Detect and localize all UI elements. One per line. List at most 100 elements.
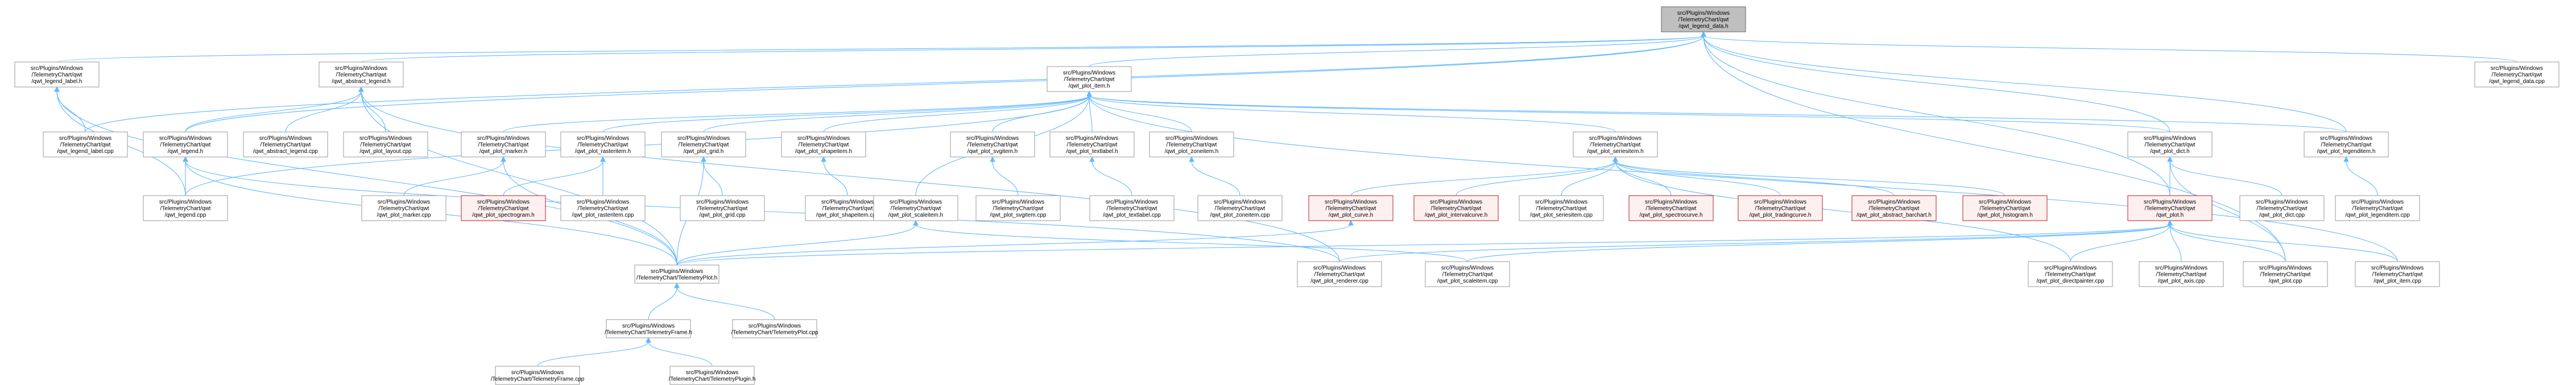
- file-node-plot-zoneitem-h[interactable]: src/Plugins/Windows/TelemetryChart/qwt/q…: [1149, 131, 1234, 158]
- edge-plot-svgitem-h-to-plot-item-h: [992, 90, 1092, 133]
- edge-plot-item-cpp-to-plot-h: [2167, 220, 2398, 262]
- file-node-plot-cpp[interactable]: src/Plugins/Windows/TelemetryChart/qwt/q…: [2243, 261, 2328, 287]
- file-node-plot-rasteritem-h[interactable]: src/Plugins/Windows/TelemetryChart/qwt/q…: [560, 131, 646, 158]
- file-node-label-line: src/Plugins/Windows: [477, 199, 530, 205]
- file-node-label-line: /qwt_legend_label.h: [32, 78, 82, 85]
- file-node-plot-grid-cpp[interactable]: src/Plugins/Windows/TelemetryChart/qwt/q…: [680, 195, 765, 221]
- file-node-label-line: /TelemetryChart/qwt: [2257, 206, 2308, 212]
- file-node-label-line: src/Plugins/Windows: [159, 199, 212, 205]
- file-node-box: [2127, 131, 2213, 158]
- file-node-plot-intervalcurve-h[interactable]: src/Plugins/Windows/TelemetryChart/qwt/q…: [1413, 195, 1499, 221]
- file-node-plot-marker-cpp[interactable]: src/Plugins/Windows/TelemetryChart/qwt/q…: [361, 195, 446, 221]
- file-node-telemetryplugin-h[interactable]: src/Plugins/Windows/TelemetryChart/Telem…: [669, 366, 756, 385]
- file-node-plot-textlabel-h[interactable]: src/Plugins/Windows/TelemetryChart/qwt/q…: [1049, 131, 1135, 158]
- edge-plot-cpp-to-plot-dict-h: [2167, 156, 2286, 262]
- file-node-plot-tradingcurve-h[interactable]: src/Plugins/Windows/TelemetryChart/qwt/q…: [1738, 195, 1823, 221]
- file-node-plot-marker-h[interactable]: src/Plugins/Windows/TelemetryChart/qwt/q…: [461, 131, 546, 158]
- file-node-plot-item-cpp[interactable]: src/Plugins/Windows/TelemetryChart/qwt/q…: [2355, 261, 2440, 287]
- edge-telemetryframe-h-to-telemetryplot-h: [648, 282, 680, 320]
- file-node-label-line: src/Plugins/Windows: [1313, 265, 1366, 271]
- file-node-label-line: src/Plugins/Windows: [1066, 135, 1118, 142]
- file-node-label-line: /TelemetryChart/qwt: [160, 206, 211, 212]
- file-node-plot-scaleitem-cpp[interactable]: src/Plugins/Windows/TelemetryChart/qwt/q…: [1425, 261, 1510, 287]
- file-node-plot-seriesitem-h[interactable]: src/Plugins/Windows/TelemetryChart/qwt/q…: [1573, 131, 1658, 158]
- file-node-plot-layout-cpp[interactable]: src/Plugins/Windows/TelemetryChart/qwt/q…: [343, 131, 428, 158]
- file-node-label-line: src/Plugins/Windows: [159, 135, 212, 142]
- file-node-label-line: /TelemetryChart/qwt: [1064, 77, 1115, 83]
- file-node-label-line: /TelemetryChart/qwt: [2145, 142, 2195, 148]
- file-node-plot-zoneitem-cpp[interactable]: src/Plugins/Windows/TelemetryChart/qwt/q…: [1197, 195, 1283, 221]
- file-node-label-line: /qwt_plot_shapeitem.h: [795, 148, 852, 155]
- edge-telemetryplot-h-to-plot-curve-h: [676, 220, 1354, 266]
- edge-plot-marker-cpp-to-plot-marker-h: [403, 156, 506, 196]
- file-node-plot-textlabel-cpp[interactable]: src/Plugins/Windows/TelemetryChart/qwt/q…: [1089, 195, 1175, 221]
- file-node-label-line: /TelemetryChart/TelemetryPlugin.h: [669, 376, 756, 382]
- file-node-plot-spectrogram-h[interactable]: src/Plugins/Windows/TelemetryChart/qwt/q…: [461, 195, 546, 221]
- file-node-box: [2355, 261, 2440, 287]
- file-node-box: [1047, 66, 1132, 92]
- file-node-label-line: /qwt_plot_item.cpp: [2374, 278, 2421, 284]
- file-node-box: [319, 61, 404, 88]
- file-node-box: [1519, 195, 1604, 221]
- file-node-plot-histogram-h[interactable]: src/Plugins/Windows/TelemetryChart/qwt/q…: [1962, 195, 2048, 221]
- file-node-label-line: /TelemetryChart/TelemetryPlot.h: [636, 275, 717, 281]
- file-node-label-line: /TelemetryChart/qwt: [361, 142, 411, 148]
- file-node-legenditem-cpp[interactable]: src/Plugins/Windows/TelemetryChart/qwt/q…: [2335, 195, 2420, 221]
- file-node-label-line: src/Plugins/Windows: [1325, 199, 1377, 205]
- file-node-legend-h[interactable]: src/Plugins/Windows/TelemetryChart/qwt/q…: [143, 131, 228, 158]
- file-node-label-line: src/Plugins/Windows: [966, 135, 1019, 142]
- file-node-label-line: src/Plugins/Windows: [1868, 199, 1920, 205]
- file-node-label-line: /qwt_plot_textlabel.h: [1066, 148, 1118, 155]
- file-node-label-line: /TelemetryChart/qwt: [1431, 206, 1482, 212]
- edge-abstract-legend-h-to-legend-data-h: [361, 31, 1706, 63]
- file-node-label-line: /qwt_legend_label.cpp: [57, 148, 114, 155]
- file-node-label-line: src/Plugins/Windows: [696, 199, 749, 205]
- file-node-abstract-legend-h[interactable]: src/Plugins/Windows/TelemetryChart/qwt/q…: [319, 61, 404, 88]
- file-node-plot-svgitem-cpp[interactable]: src/Plugins/Windows/TelemetryChart/qwt/q…: [975, 195, 1061, 221]
- file-node-label-line: /qwt_legend.h: [168, 148, 203, 155]
- file-node-plot-dict-cpp[interactable]: src/Plugins/Windows/TelemetryChart/qwt/q…: [2239, 195, 2325, 221]
- file-node-legend-label-cpp[interactable]: src/Plugins/Windows/TelemetryChart/qwt/q…: [43, 131, 128, 158]
- file-node-plot-curve-h[interactable]: src/Plugins/Windows/TelemetryChart/qwt/q…: [1308, 195, 1394, 221]
- file-node-abstract-legend-cpp[interactable]: src/Plugins/Windows/TelemetryChart/qwt/q…: [243, 131, 328, 158]
- file-node-box: [1573, 131, 1658, 158]
- edge-plot-zoneitem-h-to-plot-item-h: [1086, 90, 1192, 133]
- file-node-label-line: /TelemetryChart/qwt: [160, 142, 211, 148]
- file-node-plot-directpainter-cpp[interactable]: src/Plugins/Windows/TelemetryChart/qwt/q…: [2028, 261, 2113, 287]
- file-node-plot-h[interactable]: src/Plugins/Windows/TelemetryChart/qwt/q…: [2127, 195, 2213, 221]
- file-node-plot-spectrocurve-h[interactable]: src/Plugins/Windows/TelemetryChart/qwt/q…: [1628, 195, 1714, 221]
- file-node-legend-data-h: src/Plugins/Windows/TelemetryChart/qwt/q…: [1661, 6, 1746, 32]
- file-node-plot-item-h[interactable]: src/Plugins/Windows/TelemetryChart/qwt/q…: [1047, 66, 1132, 92]
- file-node-telemetryframe-cpp[interactable]: src/Plugins/Windows/TelemetryChart/Telem…: [491, 366, 585, 385]
- file-node-telemetryplot-h[interactable]: src/Plugins/Windows/TelemetryChart/Telem…: [634, 264, 720, 284]
- file-node-plot-shapeitem-h[interactable]: src/Plugins/Windows/TelemetryChart/qwt/q…: [781, 131, 866, 158]
- file-node-abstract-barchart-h[interactable]: src/Plugins/Windows/TelemetryChart/qwt/q…: [1851, 195, 1937, 221]
- file-node-label-line: /TelemetryChart/TelemetryFrame.cpp: [491, 376, 585, 382]
- file-node-label-line: /qwt_plot_scaleitem.cpp: [1437, 278, 1498, 284]
- file-node-legend-data-cpp[interactable]: src/Plugins/Windows/TelemetryChart/qwt/q…: [2474, 61, 2560, 88]
- file-node-legend-label-h[interactable]: src/Plugins/Windows/TelemetryChart/qwt/q…: [14, 61, 100, 88]
- file-node-plot-rasteritem-cpp[interactable]: src/Plugins/Windows/TelemetryChart/qwt/q…: [560, 195, 646, 221]
- file-node-plot-renderer-cpp[interactable]: src/Plugins/Windows/TelemetryChart/qwt/q…: [1297, 261, 1382, 287]
- file-node-box: [14, 61, 100, 88]
- file-node-box: [243, 131, 328, 158]
- file-node-label-line: /TelemetryChart/qwt: [578, 206, 629, 212]
- file-node-label-line: /TelemetryChart/qwt: [261, 142, 311, 148]
- file-node-plot-seriesitem-cpp[interactable]: src/Plugins/Windows/TelemetryChart/qwt/q…: [1519, 195, 1604, 221]
- file-node-telemetryplot-cpp[interactable]: src/Plugins/Windows/TelemetryChart/Telem…: [731, 319, 818, 338]
- file-node-plot-grid-h[interactable]: src/Plugins/Windows/TelemetryChart/qwt/q…: [661, 131, 746, 158]
- file-node-box: [1149, 131, 1234, 158]
- file-node-legend-cpp[interactable]: src/Plugins/Windows/TelemetryChart/qwt/q…: [143, 195, 228, 221]
- file-node-plot-svgitem-h[interactable]: src/Plugins/Windows/TelemetryChart/qwt/q…: [950, 131, 1035, 158]
- file-node-legenditem-h[interactable]: src/Plugins/Windows/TelemetryChart/qwt/q…: [2304, 131, 2389, 158]
- file-node-box: [1628, 195, 1714, 221]
- file-node-plot-scaleitem-h[interactable]: src/Plugins/Windows/TelemetryChart/qwt/q…: [873, 195, 958, 221]
- file-node-label-line: /qwt_plot_intervalcurve.h: [1425, 212, 1488, 218]
- edge-telemetryframe-cpp-to-telemetryframe-h: [537, 337, 651, 367]
- file-node-box: [606, 319, 691, 338]
- file-node-telemetryframe-h[interactable]: src/Plugins/Windows/TelemetryChart/Telem…: [605, 319, 692, 338]
- file-node-box: [1197, 195, 1283, 221]
- file-node-plot-dict-h[interactable]: src/Plugins/Windows/TelemetryChart/qwt/q…: [2127, 131, 2213, 158]
- file-node-plot-axis-cpp[interactable]: src/Plugins/Windows/TelemetryChart/qwt/q…: [2139, 261, 2224, 287]
